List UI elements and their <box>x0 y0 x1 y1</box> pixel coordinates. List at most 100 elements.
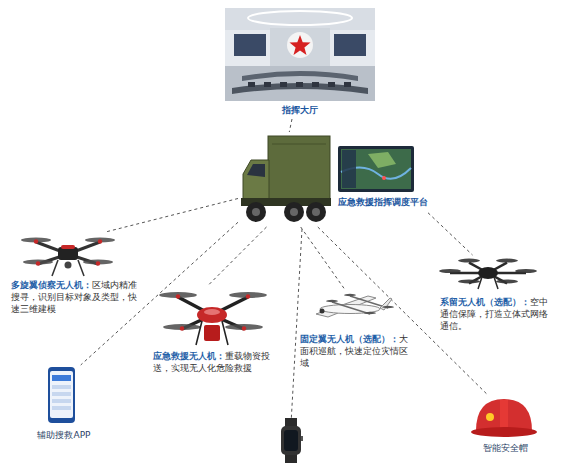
rescue-illustration <box>150 285 280 351</box>
hall-ceiling <box>225 8 375 30</box>
propeller <box>229 292 267 298</box>
helmet-node: 智能安全帽 <box>462 395 548 457</box>
map-area <box>368 152 396 168</box>
node-heading: 应急救援无人机： <box>153 351 225 361</box>
phone-screen <box>50 371 73 418</box>
camera <box>65 262 72 269</box>
chair <box>264 82 271 87</box>
fixed-wing-drone: 固定翼无人机（选配）：大面积巡航，快速定位灾情区域 <box>298 290 416 372</box>
body-highlight <box>204 309 220 315</box>
chair <box>280 82 287 87</box>
red-star <box>290 35 311 55</box>
wheel <box>284 202 304 222</box>
node-heading: 固定翼无人机（选配）： <box>300 334 399 344</box>
text-block: 固定翼无人机（选配）：大面积巡航，快速定位灾情区域 <box>298 290 416 370</box>
propeller <box>515 269 537 273</box>
leader-line <box>291 229 302 424</box>
landing-gear <box>478 277 482 289</box>
app-row <box>52 399 71 403</box>
truck-cab <box>243 160 269 202</box>
app-row <box>52 385 71 389</box>
motor <box>96 261 100 265</box>
watch-case <box>281 426 301 455</box>
rescue-drone: 应急救援无人机：重载物资投送，实现无人化危险救援 <box>150 285 280 377</box>
emblem <box>287 32 313 58</box>
motor <box>242 326 246 330</box>
command-vehicle: 应急救援指挥调度平台 <box>238 132 428 227</box>
chair <box>328 82 335 87</box>
propeller <box>439 269 461 273</box>
wheel-hub <box>312 208 320 216</box>
wall-screen <box>334 34 366 56</box>
text-block: 应急救援指挥调度平台 <box>238 132 428 209</box>
text-block: 应急救援无人机：重载物资投送，实现无人化危险救援 <box>150 285 280 375</box>
motor <box>98 239 102 243</box>
dashed-connector <box>301 227 346 290</box>
propeller <box>496 259 518 263</box>
dashed-connector <box>209 227 267 285</box>
chair <box>312 82 319 87</box>
landing-gear <box>222 321 228 345</box>
map-panel <box>342 150 356 188</box>
propeller <box>458 279 480 283</box>
desk-row <box>232 83 368 94</box>
hall-floor <box>225 66 375 101</box>
watch-screen <box>284 430 298 451</box>
motor <box>34 239 38 243</box>
command-hall: 指挥大厅 <box>220 8 380 119</box>
watch-button <box>301 436 303 441</box>
propeller <box>364 312 376 314</box>
node-text: 应急救援指挥调度平台 <box>338 197 428 207</box>
helmet-brim <box>471 427 537 437</box>
landing-gear <box>196 321 202 345</box>
node-heading: 多旋翼侦察无人机： <box>11 280 92 290</box>
truck-box <box>268 136 330 199</box>
camera <box>320 309 325 314</box>
hall-illustration <box>220 8 380 103</box>
text-block: 指挥大厅 <box>220 8 380 117</box>
app-row <box>52 392 71 396</box>
tail <box>380 298 392 310</box>
boom <box>332 302 370 314</box>
fixed-illustration <box>298 290 416 330</box>
text-block: 系留无人机（选配）：空中通信保障，打造立体式网络通信。 <box>438 255 553 333</box>
wheel <box>246 202 266 222</box>
recon-drone: 多旋翼侦察无人机：区域内精准搜寻，识别目标对象及类型，快速三维建模 <box>8 232 138 318</box>
multi-illustration <box>8 232 138 280</box>
propeller <box>382 306 394 308</box>
helmet-badge <box>486 413 494 421</box>
screen-map <box>341 149 411 189</box>
chair <box>344 82 351 87</box>
propeller <box>458 259 480 263</box>
helmet-illustration <box>462 395 548 440</box>
hall-wall <box>270 28 330 66</box>
payload-box <box>204 325 220 341</box>
propeller <box>159 292 197 298</box>
watch-icon <box>281 418 303 463</box>
node-heading: 系留无人机（选配）： <box>440 297 530 307</box>
wheel-hub <box>290 208 298 216</box>
landing-gear <box>52 260 58 276</box>
drone-body <box>197 307 227 323</box>
landing-gear <box>494 277 498 289</box>
node-text: 智能安全帽 <box>483 443 528 453</box>
node-text: 指挥大厅 <box>282 105 318 115</box>
map-marker <box>382 176 386 180</box>
node-text: 辅助搜救APP <box>37 430 90 440</box>
chair <box>248 82 255 87</box>
propeller <box>326 300 338 302</box>
hall-photo <box>225 8 375 101</box>
motor <box>36 261 40 265</box>
motor <box>176 294 180 298</box>
drone-body <box>478 267 498 279</box>
fuselage <box>320 305 380 314</box>
chair <box>296 82 303 87</box>
wall-screen <box>234 34 266 56</box>
desk-row <box>242 71 358 81</box>
phone-case <box>48 367 75 423</box>
helmet-ridge <box>500 400 508 430</box>
propeller <box>163 324 201 330</box>
app-bar <box>52 375 71 381</box>
landing-gear <box>78 260 84 276</box>
